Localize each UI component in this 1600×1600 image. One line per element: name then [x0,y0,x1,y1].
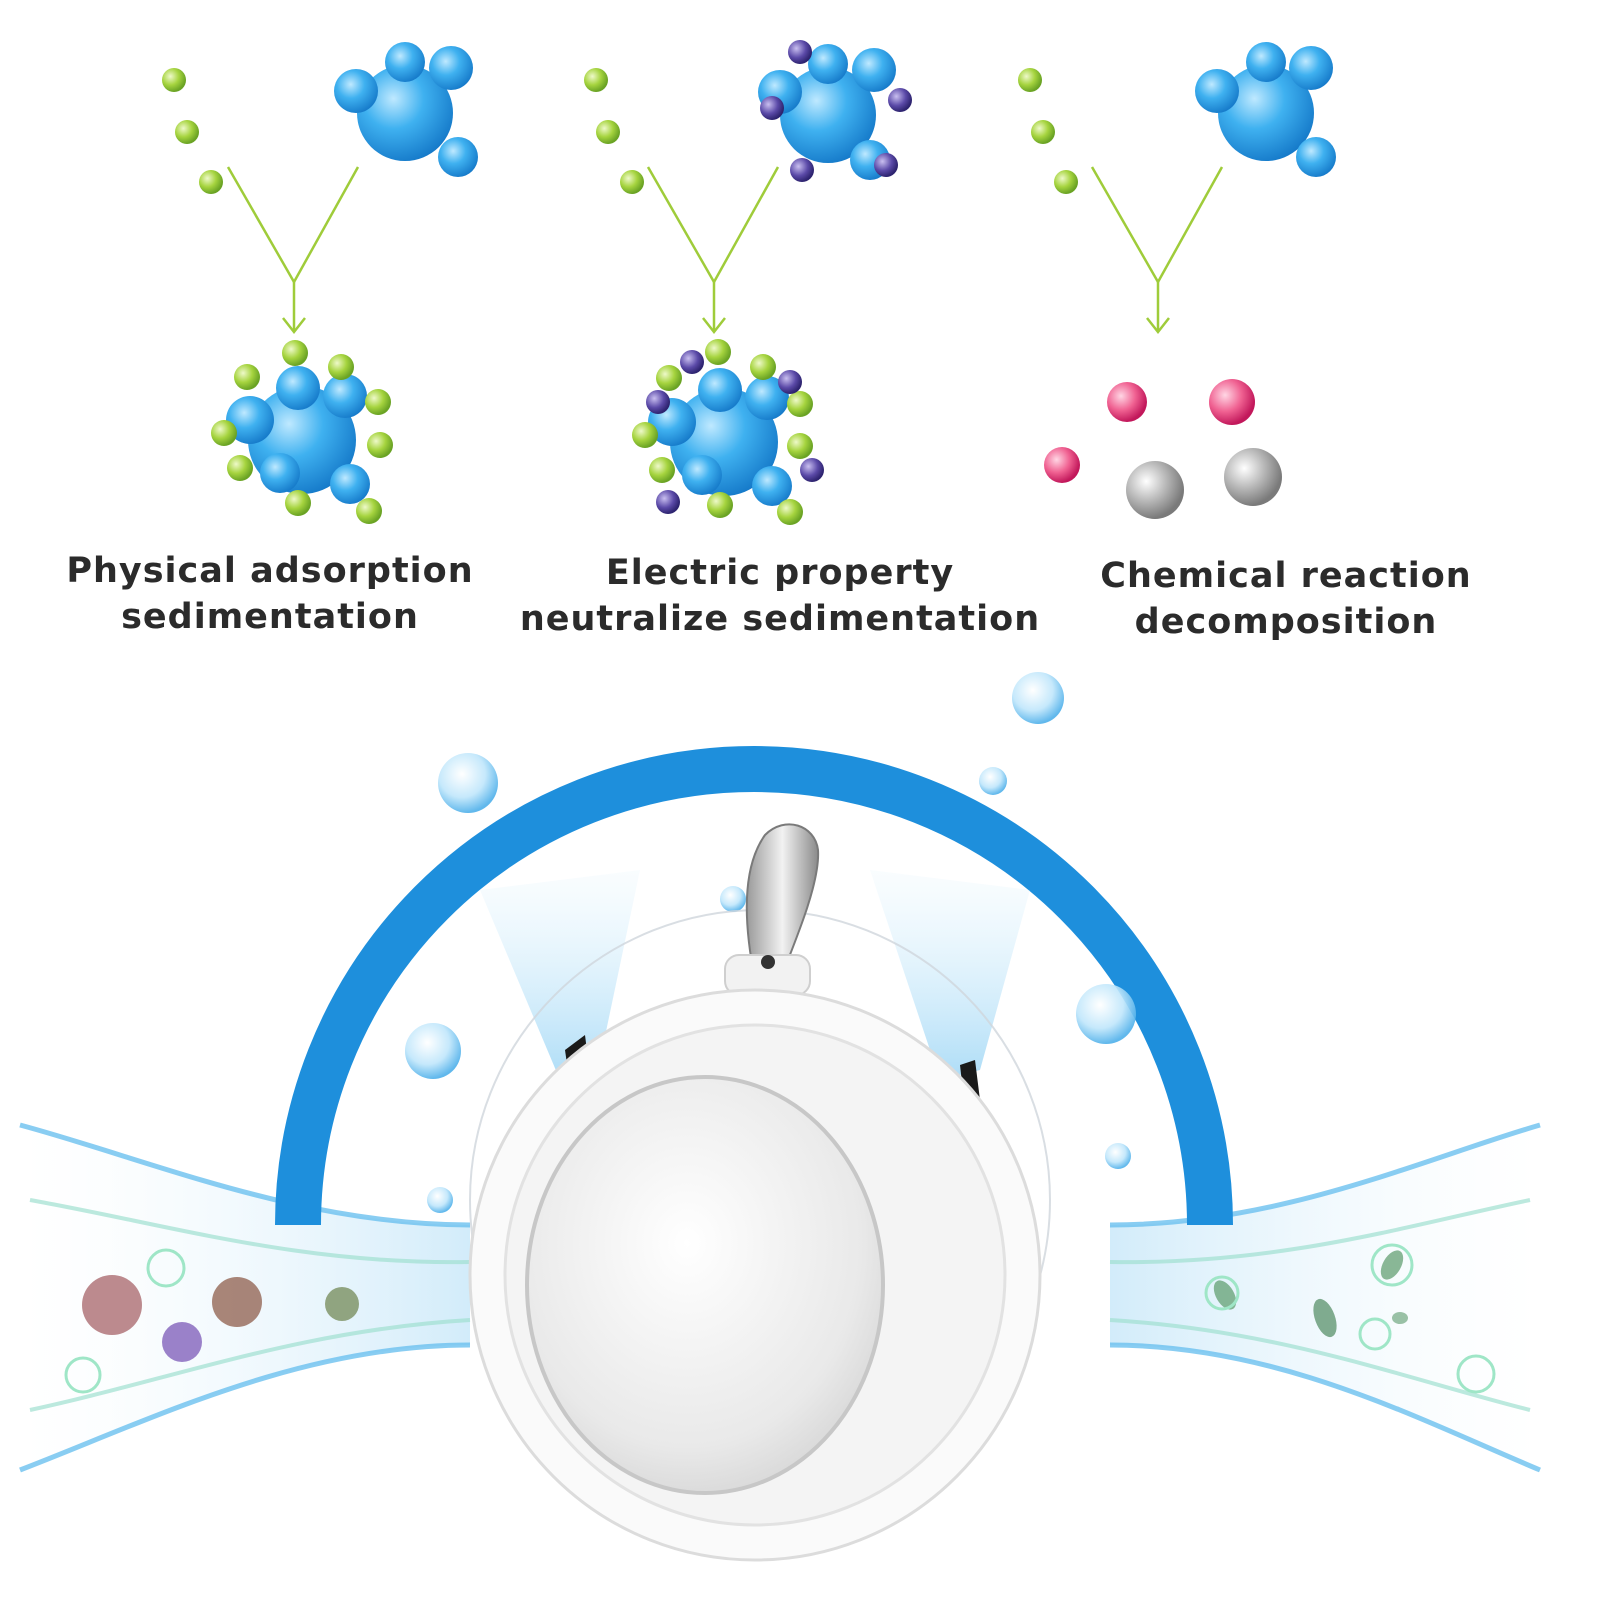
green-particles [162,68,223,194]
clean-air-leaves [1204,1243,1496,1394]
decomposed-atoms [1044,379,1282,519]
airflow-right [1109,1122,1541,1473]
caption-line-1: Physical adsorption [66,551,474,591]
charged-molecule [758,40,912,182]
device-face [525,1075,885,1495]
caption-chemical-decomposition: Chemical reaction decomposition [1006,553,1566,645]
caption-line-1: Electric property [605,553,955,593]
merge-arrow [226,166,360,335]
caption-line-2: neutralize sedimentation [519,599,1041,639]
caption-electric-neutralize: Electric property neutralize sedimentati… [500,550,1060,642]
caption-line-1: Chemical reaction [1100,556,1472,596]
green-particles [584,68,644,194]
blue-molecule [334,42,478,177]
blue-molecule [1195,42,1336,177]
ion-beams [480,870,1030,1080]
adsorbed-cluster [211,340,393,524]
caption-physical-adsorption: Physical adsorption sedimentation [0,548,550,640]
merge-arrow [646,166,780,335]
pollutant-particles [64,1248,359,1394]
merge-arrow [1090,166,1224,335]
water-bubbles [405,672,1136,1213]
panel-physical-adsorption [162,42,478,524]
blue-arc [275,746,1233,1226]
pendant-device [468,823,1042,1562]
purifier-illustration [19,672,1541,1562]
panel-chemical-decomposition [1018,42,1336,519]
caption-line-2: sedimentation [121,597,419,637]
caption-line-2: decomposition [1134,602,1438,642]
neutralized-cluster [632,339,824,525]
green-particles [1018,68,1078,194]
panel-electric-neutralize [584,40,912,525]
